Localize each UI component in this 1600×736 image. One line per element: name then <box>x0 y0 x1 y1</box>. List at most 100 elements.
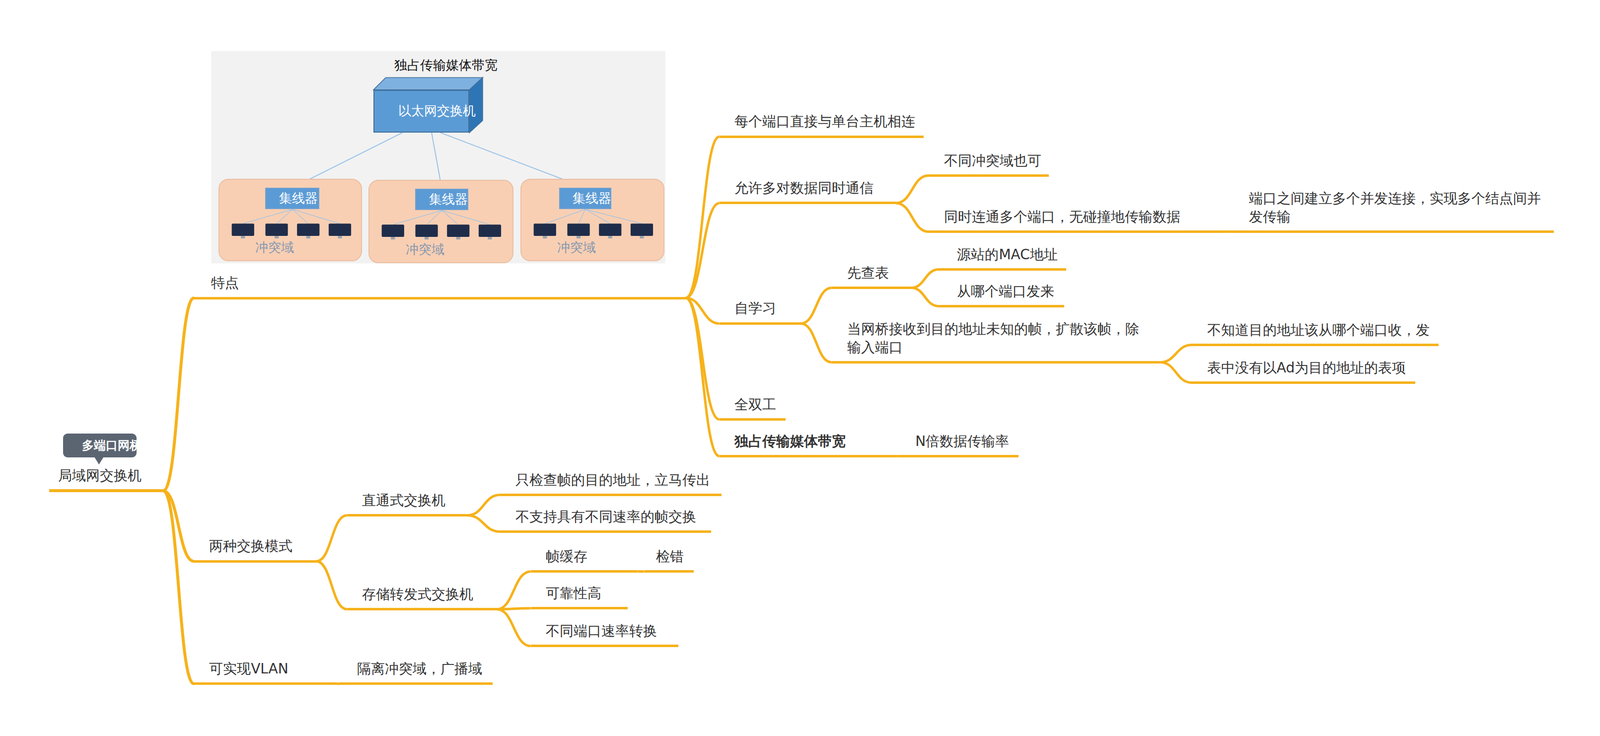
topic-node: 两种交换模式 <box>193 537 317 563</box>
node-text: 可靠性高 <box>545 584 602 603</box>
node-text: 当网桥接收到目的地址未知的帧，扩散该帧，除输入端口 <box>847 320 1146 357</box>
host-monitor <box>567 223 590 236</box>
node-text: 可实现VLAN <box>209 659 289 678</box>
picture-panel <box>211 51 665 264</box>
monitor-stand <box>240 235 245 239</box>
switch-top-face <box>373 77 483 90</box>
node-text: 集线器 <box>279 189 306 208</box>
host-wire <box>292 209 341 224</box>
node-text: 冲突域 <box>405 240 477 259</box>
monitor-stand <box>274 235 279 239</box>
topic-node: 不同冲突域也可 <box>928 151 1049 177</box>
topic-node: 直通式交换机 <box>347 491 468 517</box>
topic-node: 全双工 <box>719 395 787 421</box>
branch-curve <box>497 609 531 647</box>
node-text: 以太网交换机 <box>398 102 445 120</box>
hub-box: 集线器 <box>265 187 320 210</box>
node-text: N倍数据传输率 <box>915 432 1010 451</box>
node-text: 冲突域 <box>255 238 326 257</box>
node-text: 只检查帧的目的地址，立马传出 <box>515 471 711 490</box>
node-text: 存储转发式交换机 <box>362 585 474 604</box>
topic-node: 可实现VLAN <box>193 659 337 685</box>
monitor-stand <box>542 235 547 239</box>
collision-domain: 冲突域集线器 <box>520 178 665 262</box>
branch-curve <box>800 287 832 324</box>
branch-curve <box>895 203 929 232</box>
branch-curve <box>685 297 720 420</box>
node-text: 表中没有以Ad为目的地址的表项 <box>1207 359 1406 377</box>
topic-node: 同时连通多个端口，无碰撞地传输数据 <box>928 208 1225 233</box>
branch-curve <box>316 515 348 562</box>
host-wire <box>441 210 491 225</box>
branch-curve <box>163 490 195 684</box>
node-text: 局域网交换机 <box>58 466 142 485</box>
host-monitor <box>478 224 502 237</box>
hub-box: 集线器 <box>415 188 469 211</box>
monitor-stand <box>390 236 395 240</box>
topic-node: 每个端口直接与单台主机相连 <box>719 112 924 138</box>
host-monitor <box>446 224 470 237</box>
node-text: 两种交换模式 <box>209 537 293 556</box>
node-text: 不支持具有不同速率的帧交换 <box>515 508 697 526</box>
node-text: 端口之间建立多个并发连接，实现多个结点间并发传输 <box>1248 189 1547 226</box>
node-text: 集线器 <box>429 190 455 209</box>
branch-curve <box>163 297 195 491</box>
host-monitor <box>598 223 622 236</box>
host-monitor <box>296 223 320 236</box>
host-wire <box>426 210 442 225</box>
topic-node: 隔离冲突域，广播域 <box>339 659 493 685</box>
host-monitor <box>415 224 438 237</box>
branch-curve <box>467 495 501 516</box>
host-monitor <box>265 223 288 236</box>
node-text: 隔离冲突域，广播域 <box>357 659 483 678</box>
root-topic: 局域网交换机 <box>49 466 164 493</box>
host-wire <box>544 209 585 224</box>
topic-node: 表中没有以Ad为目的地址的表项 <box>1191 359 1416 384</box>
node-text: 不同冲突域也可 <box>944 151 1042 170</box>
node-text: 全双工 <box>734 395 777 414</box>
collision-domain: 冲突域集线器 <box>218 178 363 262</box>
branch-curve <box>1224 230 1230 233</box>
topic-node: 自学习 <box>719 299 801 325</box>
node-text: 直通式交换机 <box>362 491 446 510</box>
hub-box: 集线器 <box>559 187 612 210</box>
branch-curve <box>685 203 720 298</box>
node-text: 检错 <box>655 547 684 566</box>
collision-domain: 冲突域集线器 <box>368 179 514 264</box>
monitor-stand <box>487 236 492 240</box>
node-text: 允许多对数据同时通信 <box>734 179 874 198</box>
switch-side-face <box>469 77 483 133</box>
branch-curve <box>497 571 531 610</box>
topic-node: 只检查帧的目的地址，立马传出 <box>500 471 722 497</box>
topic-node: 特点 <box>193 274 686 299</box>
node-text: 同时连通多个端口，无碰撞地传输数据 <box>944 208 1181 226</box>
branch-curve <box>685 136 720 298</box>
topic-node: N倍数据传输率 <box>899 432 1019 458</box>
host-wire <box>578 209 585 224</box>
topic-node: 源站的MAC地址 <box>938 245 1067 271</box>
node-text: 不知道目的地址该从哪个端口收，发 <box>1207 321 1430 340</box>
branch-curve <box>467 515 501 532</box>
topic-node: 不知道目的地址该从哪个端口收，发 <box>1191 321 1439 347</box>
node-text: 从哪个端口发来 <box>956 282 1055 301</box>
topic-node: 先查表 <box>831 264 912 290</box>
node-text: 帧缓存 <box>545 547 588 566</box>
branch-curve <box>497 608 531 610</box>
host-monitor <box>533 223 557 236</box>
node-text: 多端口网桥 <box>81 437 118 454</box>
branch-curve <box>316 561 348 610</box>
topic-node: 不支持具有不同速率的帧交换 <box>500 508 712 533</box>
host-wire <box>584 209 642 224</box>
topic-node: 允许多对数据同时通信 <box>719 179 896 205</box>
node-text: 冲突域 <box>557 238 628 257</box>
node-text: 特点 <box>211 274 239 292</box>
host-monitor <box>630 223 654 236</box>
branch-curve <box>800 323 832 363</box>
host-wire <box>276 209 293 224</box>
node-text: 不同端口速率转换 <box>545 622 657 641</box>
node-text: 独占传输媒体带宽 <box>734 432 846 451</box>
branch-curve <box>685 297 720 457</box>
switch-box: 以太网交换机 <box>373 89 470 133</box>
monitor-stand <box>455 236 460 240</box>
branch-curve <box>1160 345 1192 363</box>
